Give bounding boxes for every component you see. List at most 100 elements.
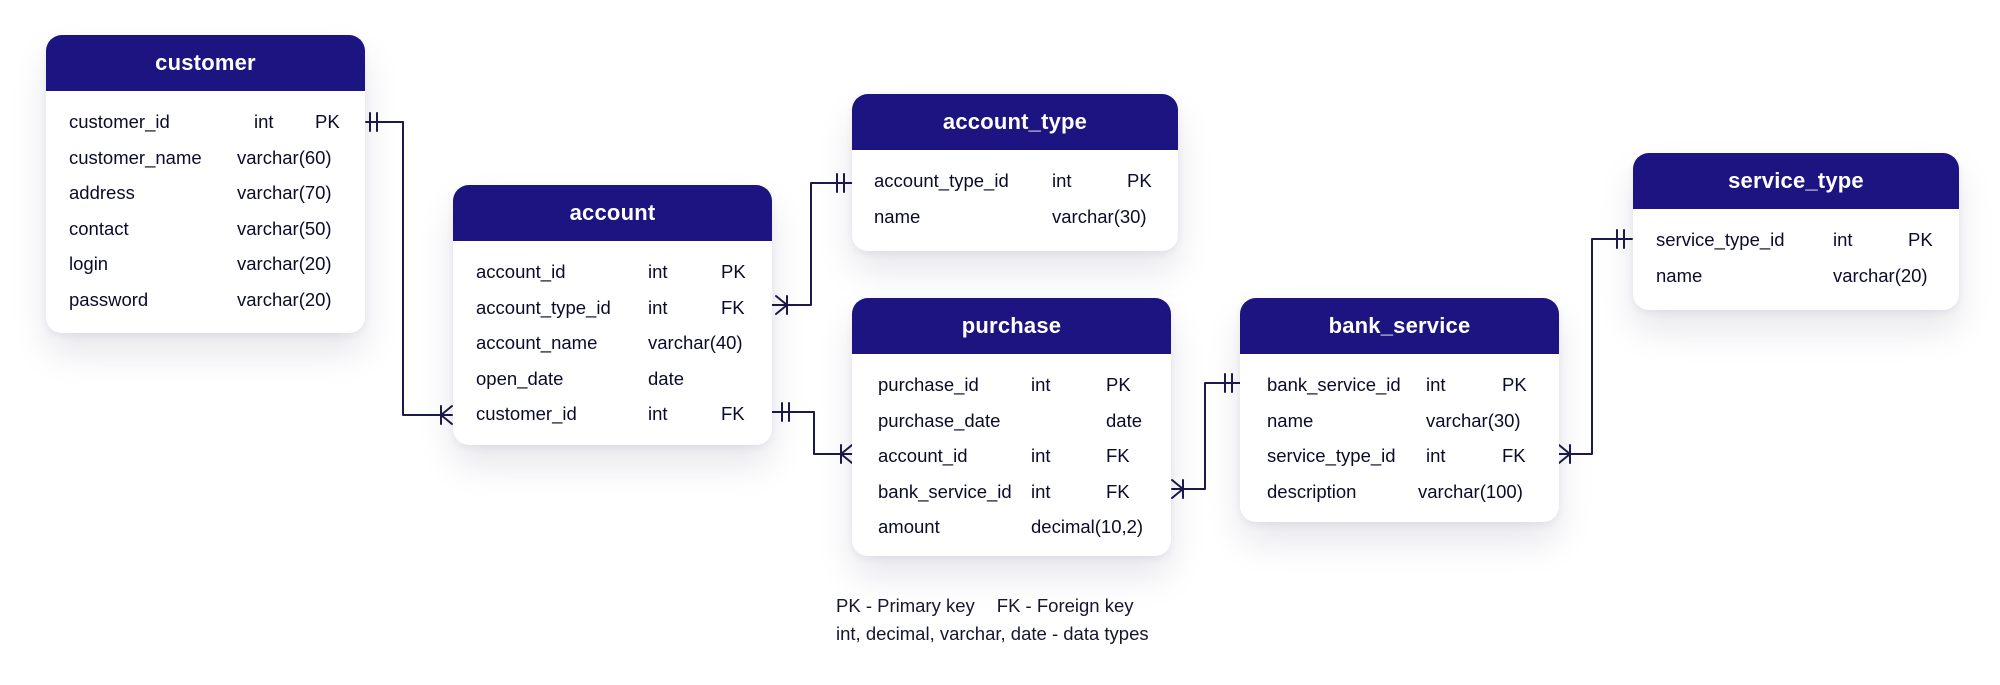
column-key: date [1106, 409, 1143, 431]
legend-pk: PK - Primary key [836, 595, 975, 616]
column-type: int [648, 296, 668, 318]
table-title: purchase [852, 298, 1171, 354]
column-key: PK [721, 261, 746, 282]
column-name: account_id [476, 261, 566, 282]
table-row: service_type_id int PK [1633, 222, 1959, 258]
column-key: PK [1502, 374, 1527, 395]
column-name: customer_id [476, 403, 577, 424]
table-title: account [453, 185, 772, 241]
table-row: customer_name varchar(60) [46, 140, 365, 176]
table-row: bank_service_id int PK [1240, 367, 1559, 403]
table-title: customer [46, 35, 365, 91]
table-row: address varchar(70) [46, 175, 365, 211]
table-row: name varchar(30) [1240, 403, 1559, 439]
table-row: customer_id int FK [453, 396, 772, 432]
column-name: account_id [878, 445, 968, 466]
table-row: purchase_date date [852, 403, 1171, 439]
relationship-account-purchase [771, 402, 853, 464]
table-row: account_name varchar(40) [453, 325, 772, 361]
column-name: purchase_date [878, 409, 1001, 431]
table-row: account_id int FK [852, 438, 1171, 474]
column-key: PK [1106, 374, 1131, 395]
column-name: account_type_id [874, 170, 1009, 191]
column-type: int [1426, 374, 1446, 395]
column-type: int [254, 111, 274, 132]
relationship-customer-account [365, 112, 453, 425]
column-type: int [648, 261, 668, 282]
column-type: varchar(50) [237, 217, 332, 239]
column-type: varchar(20) [237, 288, 332, 310]
column-key: PK [1908, 229, 1933, 250]
relationship-bank-service-service-type [1558, 229, 1633, 464]
column-type: varchar(100) [1418, 480, 1523, 502]
column-type: date [648, 367, 685, 389]
column-type: int [1031, 445, 1051, 466]
table-row: amount decimal(10,2) [852, 509, 1171, 545]
column-type: int [1833, 229, 1853, 250]
table-title: bank_service [1240, 298, 1559, 354]
column-name: name [1267, 409, 1314, 431]
table-row: open_date date [453, 361, 772, 397]
column-type: int [648, 403, 668, 424]
legend-fk: FK - Foreign key [996, 595, 1134, 616]
column-type: varchar(40) [648, 332, 743, 353]
column-type: varchar(20) [1833, 264, 1928, 286]
column-key: FK [721, 296, 745, 318]
table-row: name varchar(20) [1633, 258, 1959, 294]
column-type: int [1031, 480, 1051, 502]
column-key: PK [1127, 170, 1152, 191]
table-row: contact varchar(50) [46, 211, 365, 247]
column-name: name [1656, 264, 1703, 286]
column-type: varchar(70) [237, 182, 332, 203]
column-name: purchase_id [878, 374, 979, 395]
column-key: FK [1106, 480, 1130, 502]
table-row: account_type_id int FK [453, 290, 772, 326]
table-row: name varchar(30) [852, 199, 1178, 235]
table-row: description varchar(100) [1240, 474, 1559, 510]
column-name: address [69, 182, 135, 203]
table-title: account_type [852, 94, 1178, 150]
column-name: customer_id [69, 111, 170, 132]
table-row: customer_id int PK [46, 104, 365, 140]
column-key: FK [1106, 445, 1130, 466]
column-name: service_type_id [1656, 229, 1785, 250]
relationship-account-account-type [771, 173, 853, 315]
column-type: int [1426, 445, 1446, 466]
table-row: password varchar(20) [46, 282, 365, 318]
table-title: service_type [1633, 153, 1959, 209]
column-name: service_type_id [1267, 445, 1396, 466]
column-key: PK [315, 111, 340, 132]
table-service-type[interactable]: service_type service_type_id int PK name va… [1633, 153, 1959, 310]
legend-keys-line: PK - Primary key FK - Foreign key [836, 592, 1149, 620]
column-type: varchar(30) [1052, 205, 1147, 227]
column-name: account_name [476, 332, 598, 353]
column-name: login [69, 253, 109, 274]
column-type: varchar(60) [237, 146, 332, 168]
column-name: account_type_id [476, 296, 611, 318]
column-name: customer_name [69, 146, 202, 168]
column-name: contact [69, 217, 129, 239]
column-name: amount [878, 516, 940, 537]
column-name: open_date [476, 367, 564, 389]
table-row: login varchar(20) [46, 246, 365, 282]
column-name: description [1267, 480, 1357, 502]
table-row: account_id int PK [453, 254, 772, 290]
column-key: FK [1502, 445, 1526, 466]
column-key: FK [721, 403, 745, 424]
column-type: varchar(20) [237, 253, 332, 274]
column-type: decimal(10,2) [1031, 516, 1144, 537]
column-type: varchar(30) [1426, 409, 1521, 431]
column-name: name [874, 205, 921, 227]
column-name: bank_service_id [1267, 374, 1401, 395]
column-name: password [69, 288, 149, 310]
